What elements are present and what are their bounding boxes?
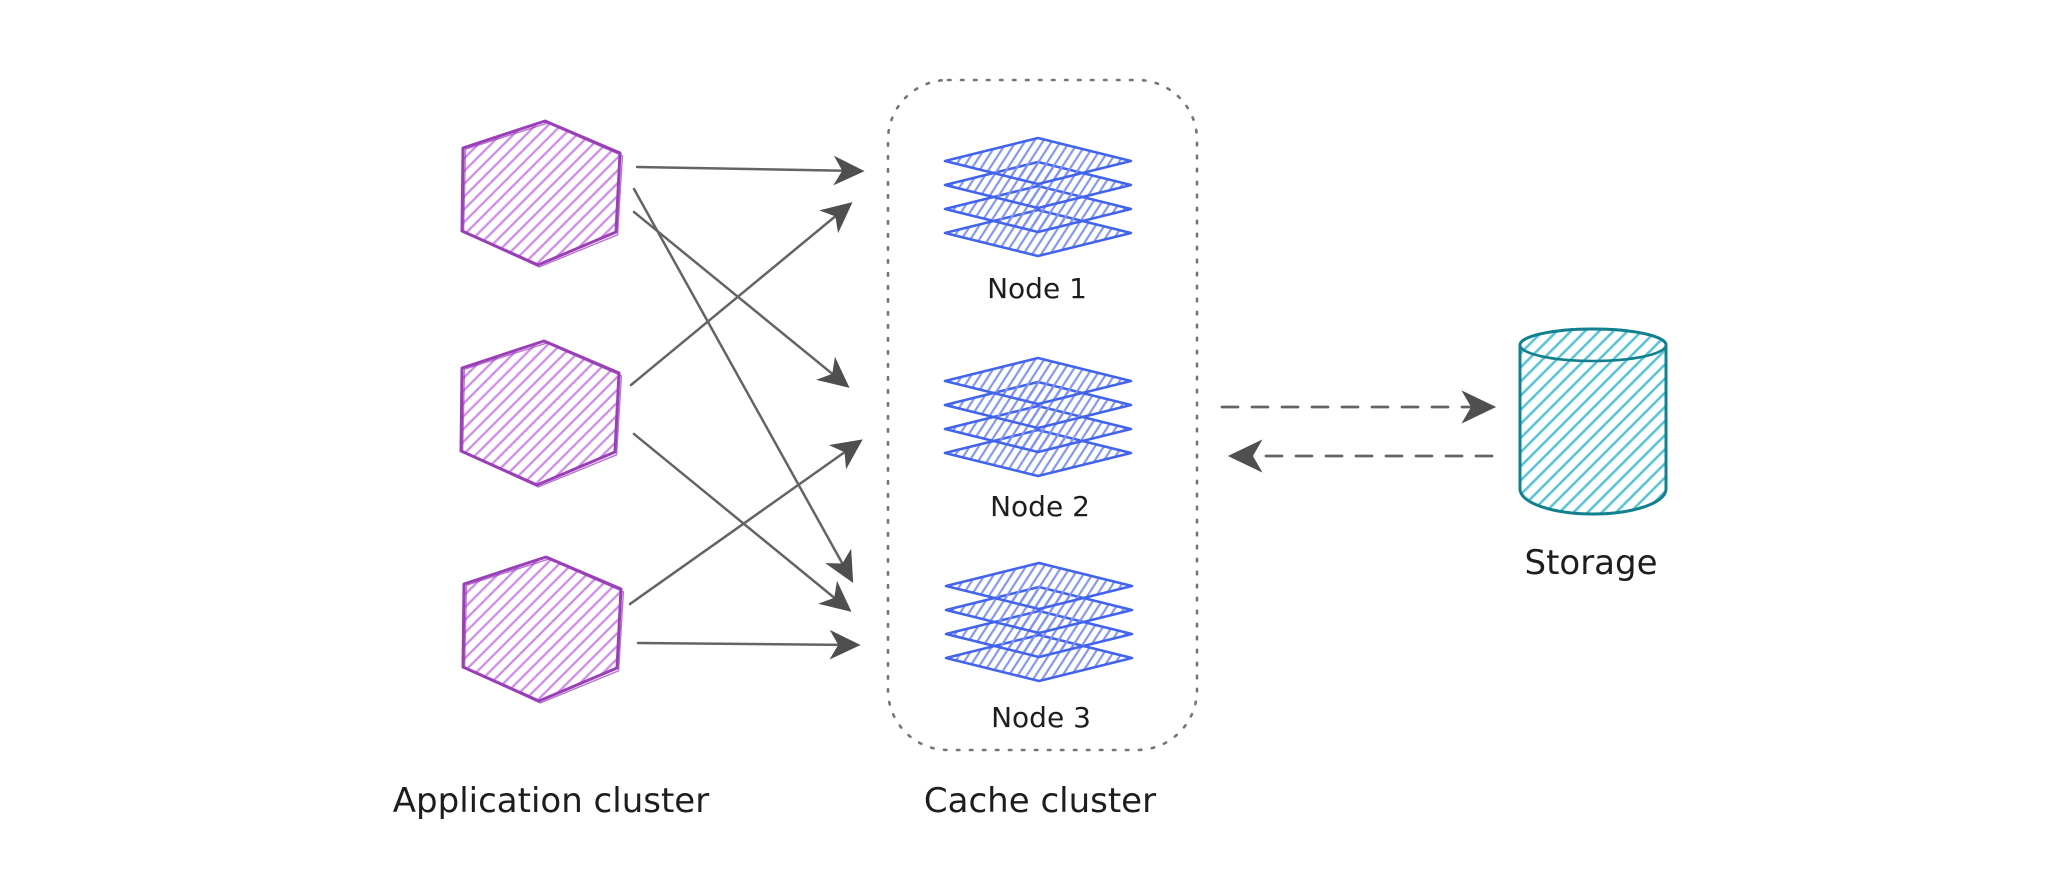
storage-cylinder-top [1518,327,1668,363]
arrow-app2-to-node3 [632,432,852,612]
app-hexagon-1 [460,119,625,270]
cache-node-3-icon [944,561,1134,683]
arrow-app3-to-node2 [628,439,863,606]
storage-label: Storage [1524,543,1657,583]
cache-node-1: Node 1 [943,136,1133,305]
arrow-app1-to-node2 [632,210,850,388]
arrow-app2-to-node1 [629,202,853,387]
cache-cluster: Node 1 Node 2 Node 3 Cache cluster [886,78,1199,821]
cache-node-1-icon [943,136,1133,258]
cache-node-2-label: Node 2 [990,490,1090,523]
cache-node-2: Node 2 [943,356,1133,523]
storage: Storage [1518,327,1668,583]
cache-cluster-border [886,78,1199,752]
app-hexagon-3 [461,555,626,706]
connections [628,155,1497,660]
cache-node-2-icon [943,356,1133,478]
arrow-app1-to-node1 [635,155,865,186]
app-hexagon-2 [459,339,624,490]
application-cluster-label: Application cluster [393,781,709,821]
cache-node-3: Node 3 [944,561,1134,734]
cache-node-3-label: Node 3 [991,701,1091,734]
arrow-app1-to-node3 [632,187,854,584]
application-cluster: Application cluster [393,119,709,821]
arrow-app3-to-node3 [636,629,861,660]
cache-node-1-label: Node 1 [987,272,1087,305]
cache-cluster-label: Cache cluster [924,781,1156,821]
